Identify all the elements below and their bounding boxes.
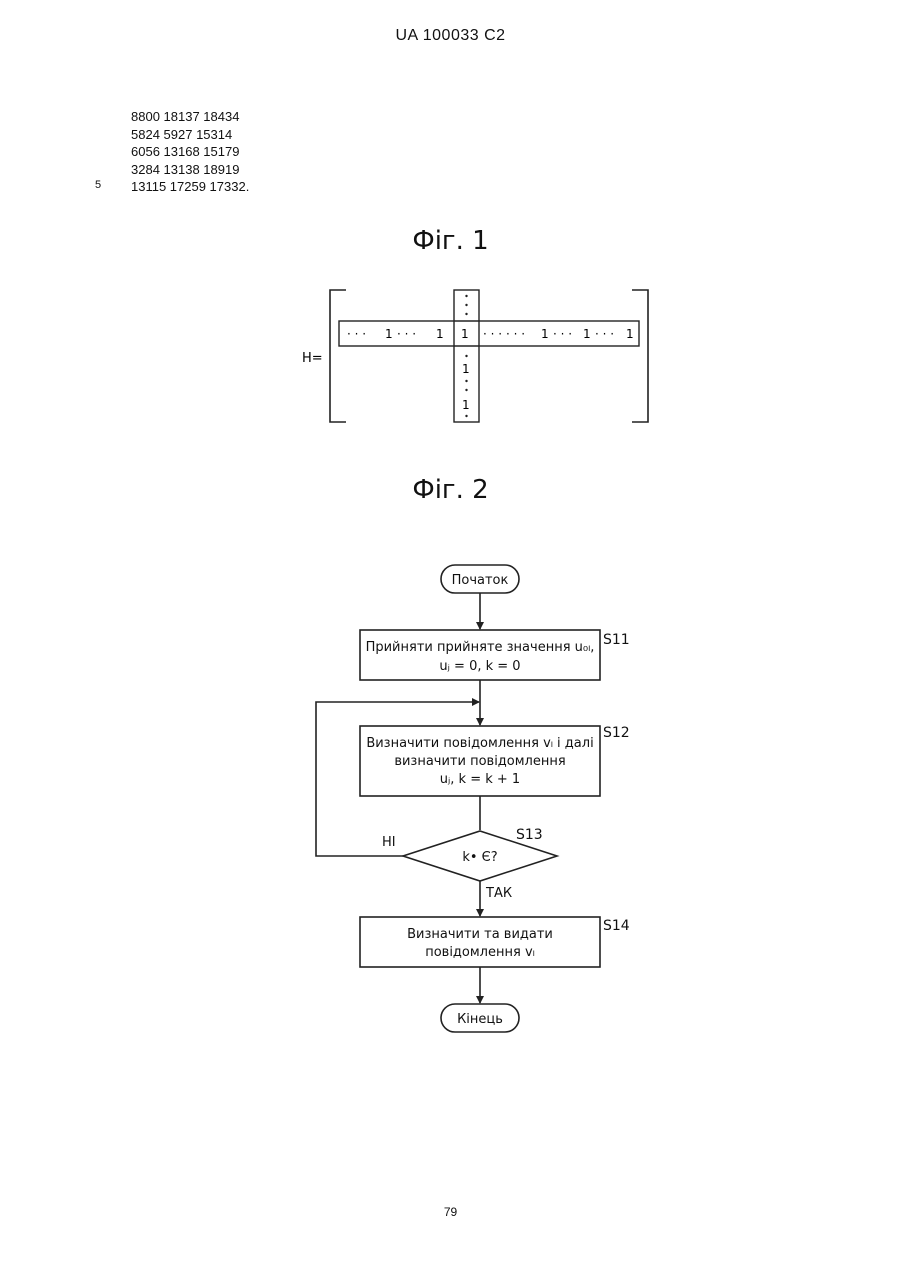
s11-step-label: S11 [603,632,630,648]
row-dots: · · · [483,327,502,341]
row-one: 1 [436,327,444,341]
s13-condition: k• Є? [462,850,497,865]
number-line: 6056 13168 15179 [131,143,249,161]
no-branch-label: НІ [382,835,396,850]
row-dots: · · · [347,327,366,341]
matrix-label: H= [302,351,323,366]
page-number: 79 [0,1205,901,1219]
row-dots: · · · [506,327,525,341]
number-line: 5824 5927 15314 [131,126,249,144]
s12-text-line2: визначити повідомлення [394,754,565,769]
row-one: 1 [385,327,393,341]
number-lines-block: 8800 18137 18434 5824 5927 15314 6056 13… [131,108,249,196]
s13-step-label: S13 [516,827,543,843]
column-one: 1 [462,398,470,412]
row-dots: · · · [397,327,416,341]
figure2-flowchart: Початок Прийняти прийняте значення u₀ₗ, … [300,560,640,1040]
s12-step-label: S12 [603,725,630,741]
row-dots: · · · [595,327,614,341]
s14-text-line2: повідомлення vₗ [425,945,535,960]
number-line: 8800 18137 18434 [131,108,249,126]
s12-text-line3: uⱼ, k = k + 1 [440,772,520,787]
s11-text-line2: uⱼ = 0, k = 0 [439,659,520,674]
line-number: 5 [95,179,101,191]
column-one: 1 [462,362,470,376]
row-one: 1 [541,327,549,341]
right-bracket [632,290,648,422]
row-one: 1 [626,327,634,341]
figure1-title: Фіг. 1 [0,226,901,256]
s14-text-line1: Визначити та видати [407,927,553,942]
figure2-title: Фіг. 2 [0,475,901,505]
s11-text-line1: Прийняти прийняте значення u₀ₗ, [366,640,595,655]
end-label: Кінець [457,1012,503,1027]
row-one: 1 [461,327,469,341]
row-dots: · · · [553,327,572,341]
row-one: 1 [583,327,591,341]
number-line: 13115 17259 17332. [131,178,249,196]
number-line: 3284 13138 18919 [131,161,249,179]
yes-branch-label: ТАК [485,886,512,901]
patent-header: UA 100033 C2 [0,27,901,45]
s14-step-label: S14 [603,918,630,934]
left-bracket [330,290,346,422]
s12-text-line1: Визначити повідомлення vₗ і далі [366,736,593,751]
start-label: Початок [452,573,509,588]
figure1-matrix-diagram: H= · · · 1 · · · 1 1 · · · · · · 1 · · ·… [295,286,660,426]
row-contents: · · · 1 · · · 1 1 · · · · · · 1 · · · 1 … [347,327,634,341]
